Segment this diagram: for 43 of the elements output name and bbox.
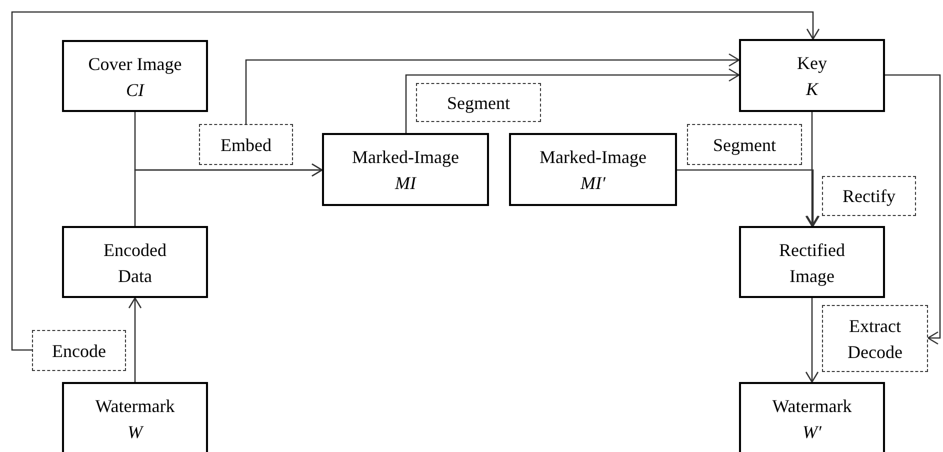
box-label: Watermark <box>772 395 852 418</box>
process-box <box>62 226 208 298</box>
connector-arrow <box>128 297 142 382</box>
process-box <box>739 226 885 298</box>
symbol-label: K <box>806 78 818 101</box>
process-box <box>509 133 677 206</box>
symbol-label: W′ <box>802 421 822 444</box>
box-label: Watermark <box>95 395 175 418</box>
symbol-label: W <box>128 421 142 444</box>
connector-arrow <box>805 298 819 383</box>
box-label: Encoded Data <box>102 239 168 288</box>
connector-arrow <box>11 11 820 351</box>
box-label: Segment <box>447 92 510 115</box>
box-label: Cover Image <box>88 53 182 76</box>
connector-arrow <box>885 74 941 345</box>
dashed-operation-box <box>416 83 541 122</box>
box-label: Marked-Image <box>352 146 459 169</box>
connector-arrow <box>677 169 820 227</box>
process-box <box>739 39 885 112</box>
dashed-operation-box <box>822 176 916 216</box>
box-label: Encode <box>52 340 106 362</box>
box-label: Key <box>797 52 827 75</box>
box-label: Rectified Image <box>778 239 846 288</box>
process-box <box>739 382 885 452</box>
process-box <box>322 133 489 206</box>
box-label: Segment <box>713 134 776 157</box>
box-label: Marked-Image <box>540 146 646 169</box>
dashed-operation-box <box>822 305 928 372</box>
connector-arrow <box>245 53 740 124</box>
box-label: Embed <box>220 134 272 156</box>
connector-arrow <box>805 112 819 227</box>
dashed-operation-box <box>32 330 126 371</box>
dashed-operation-box <box>199 124 293 165</box>
box-label: Rectify <box>842 185 896 208</box>
symbol-label: MI <box>395 172 416 195</box>
dashed-operation-box <box>687 124 802 165</box>
connector-arrow <box>405 68 740 133</box>
symbol-label: MI′ <box>580 172 606 195</box>
connector-arrow <box>134 163 323 226</box>
process-box <box>62 40 208 112</box>
process-box <box>62 382 208 452</box>
box-label: Extract Decode <box>846 314 904 364</box>
symbol-label: CI <box>126 79 144 102</box>
